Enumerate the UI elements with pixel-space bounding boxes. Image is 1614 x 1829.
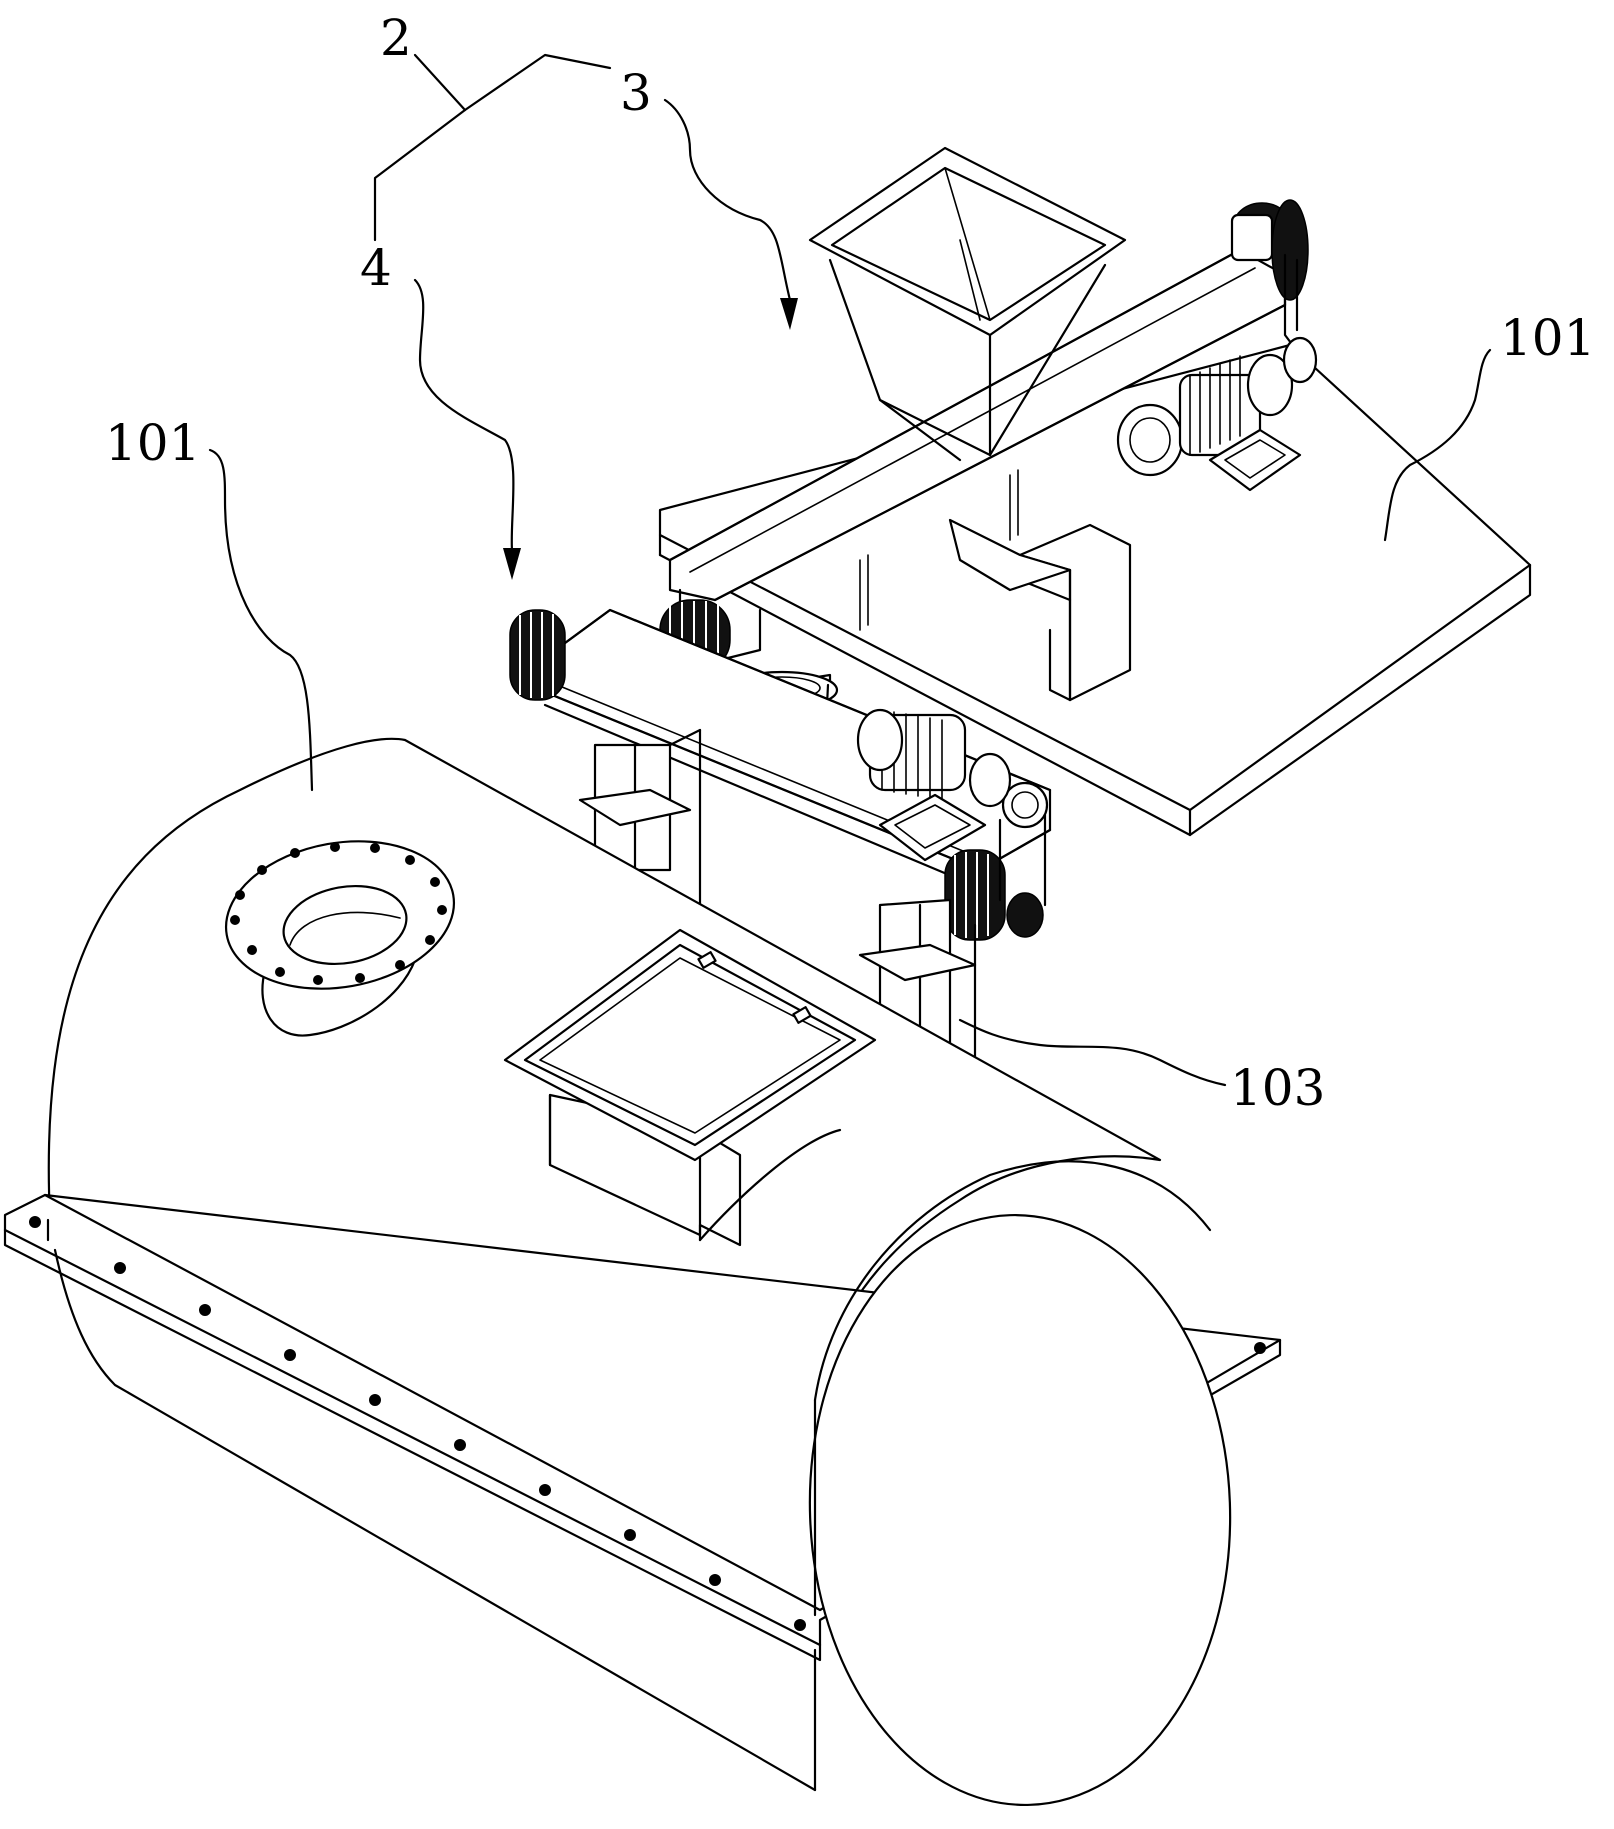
callout-label-101-tank: 101 [105, 414, 200, 472]
round-inlet-flange [224, 840, 456, 1037]
tank-body [3, 737, 1282, 1807]
callout-label-4: 4 [360, 239, 392, 297]
right-drum-fins-lower [954, 852, 989, 938]
callout-leaders [208, 53, 1492, 1087]
callout-label-3: 3 [620, 64, 652, 122]
upper-conveyor [659, 146, 1318, 762]
motor-fins-upper [1189, 355, 1241, 456]
left-drum-fins-lower [519, 612, 554, 698]
inlet-bolt-holes [230, 842, 447, 985]
callout-label-101-platform: 101 [1500, 309, 1595, 367]
platform-support-block [948, 518, 1132, 702]
square-manhole [503, 928, 877, 1247]
callout-label-2: 2 [380, 9, 412, 67]
callout-label-103: 103 [1230, 1059, 1325, 1117]
callout-labels: 2 3 4 101 101 103 [105, 9, 1595, 1117]
